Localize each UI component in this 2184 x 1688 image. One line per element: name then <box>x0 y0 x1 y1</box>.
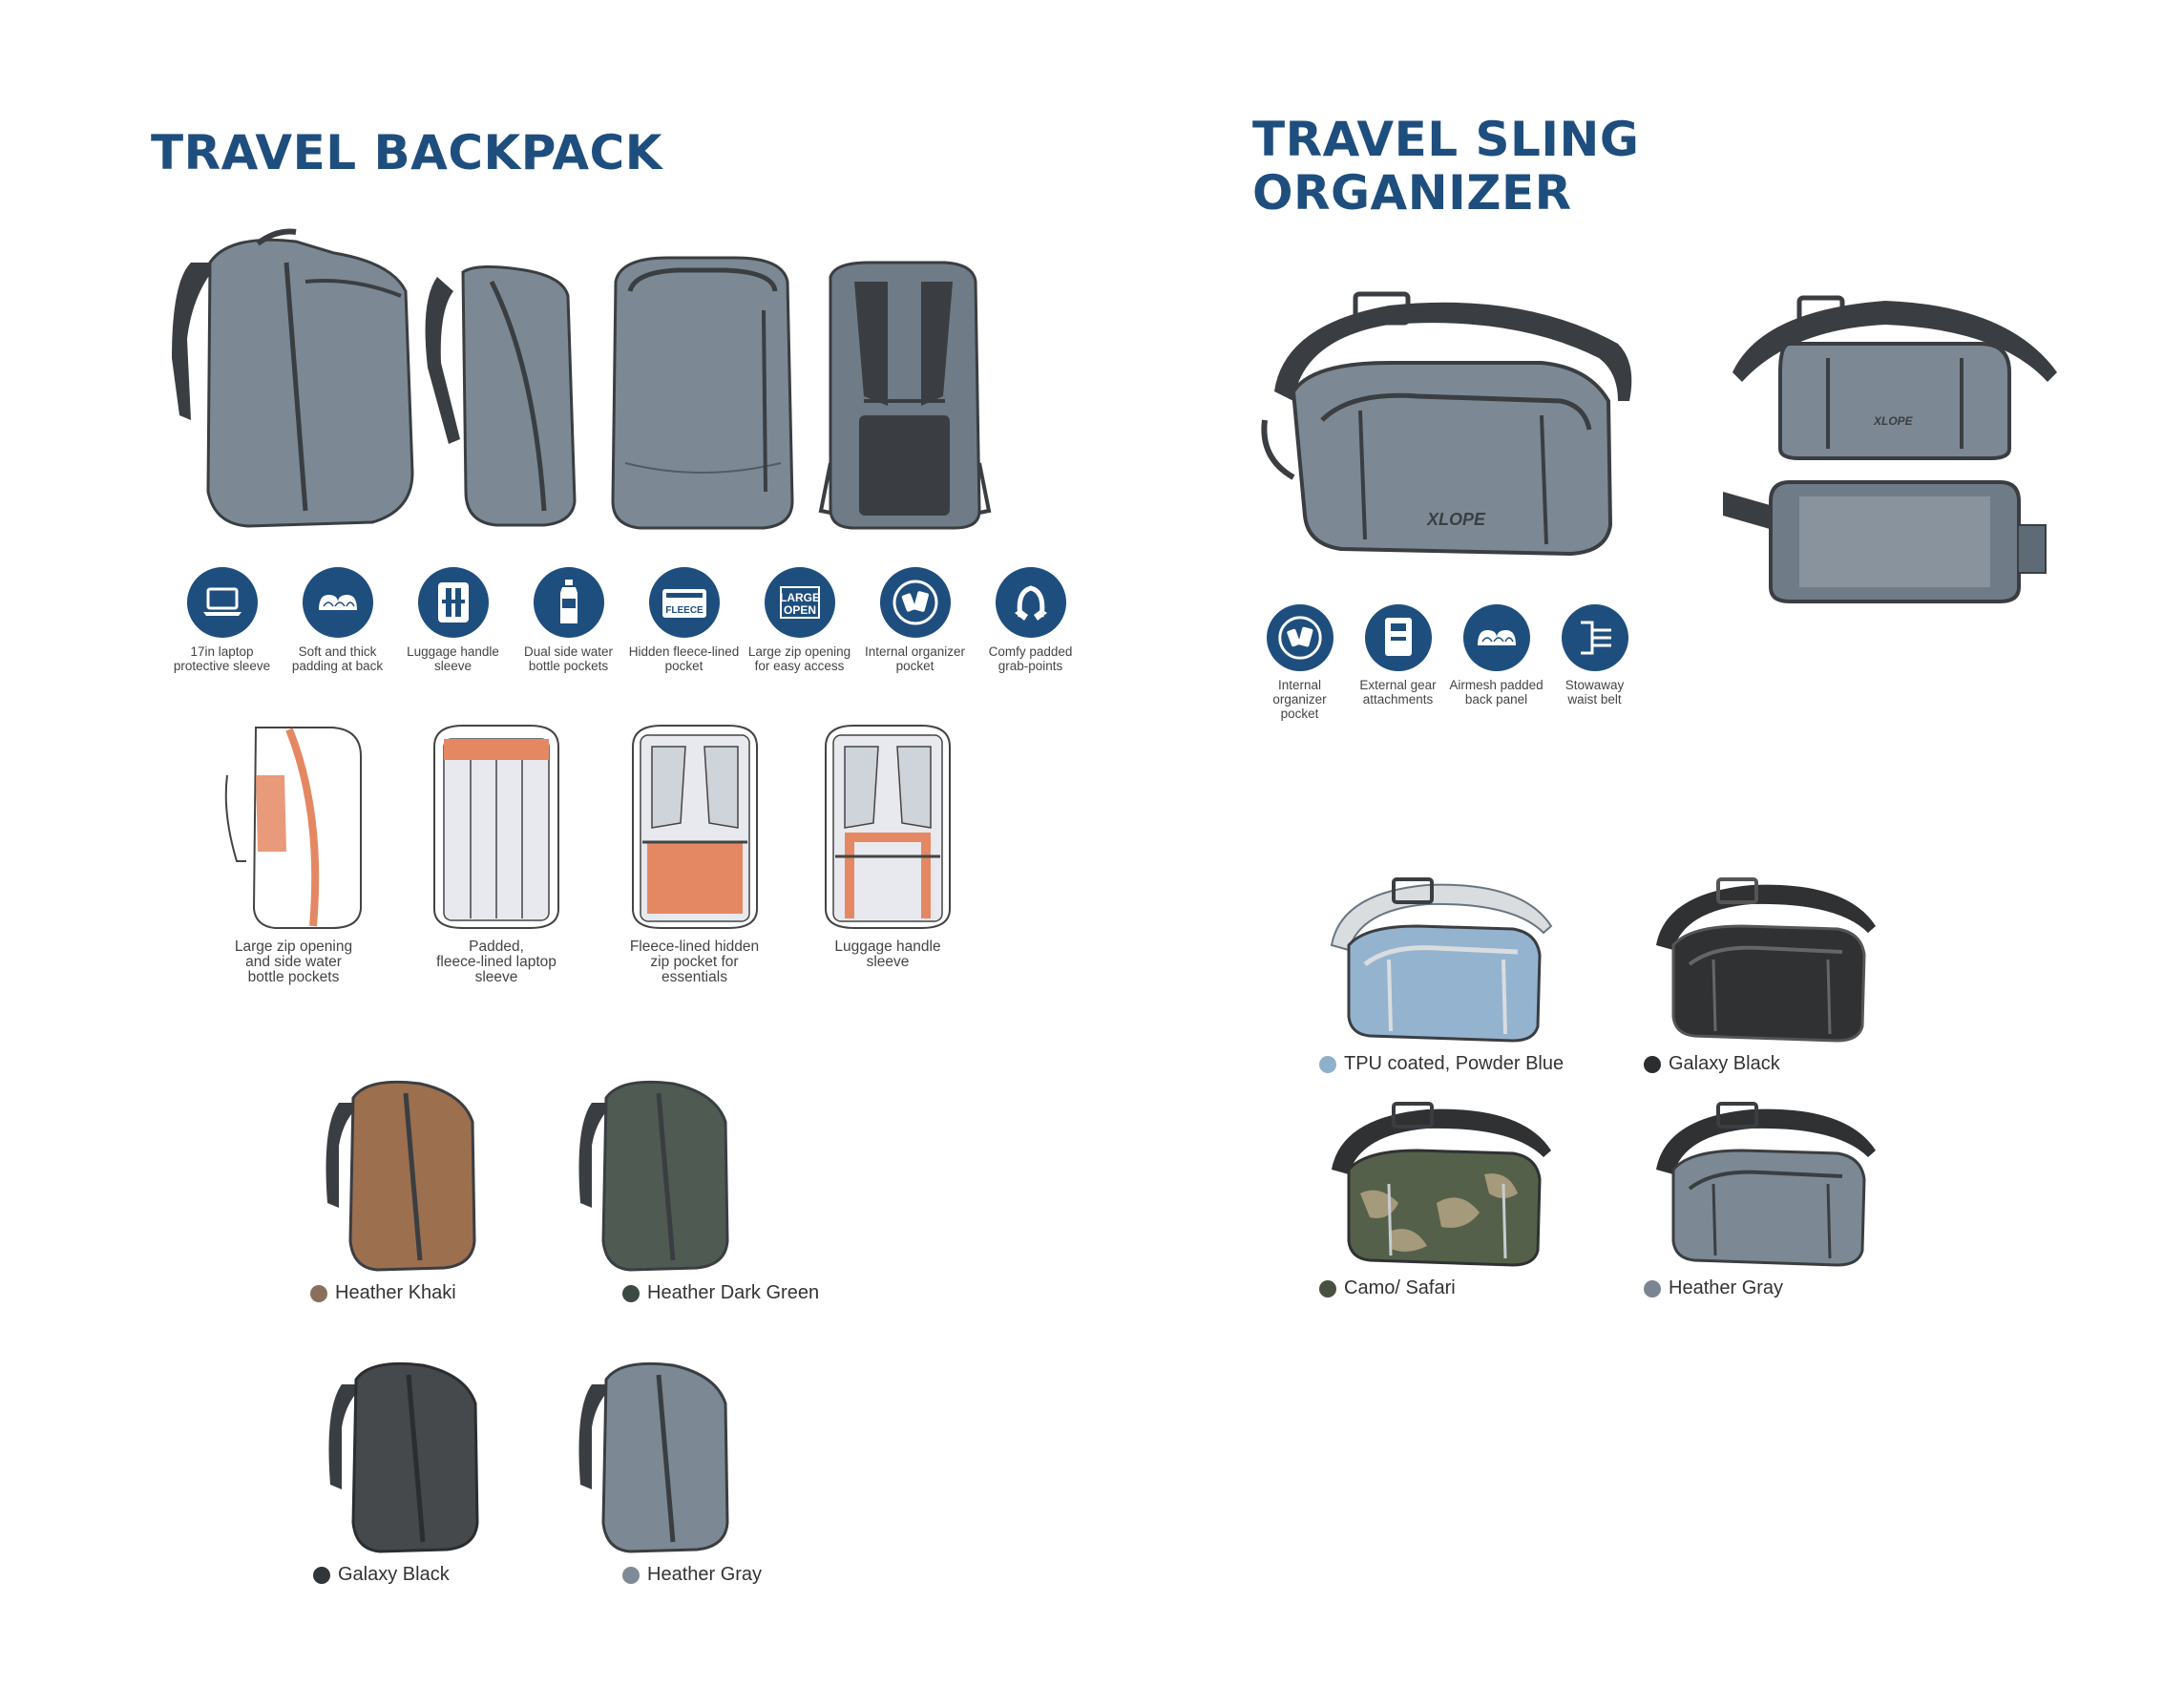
color-swatch <box>1644 1055 1661 1073</box>
color-swatch <box>1319 1055 1336 1073</box>
color-name: Heather Dark Green <box>647 1282 820 1303</box>
feature-airmesh-panel: Airmesh padded back panel <box>1447 604 1545 721</box>
feature-fleece-pocket: FLEECE Hidden fleece-lined pocket <box>626 567 742 673</box>
backpack-view-back <box>818 261 992 530</box>
feature-gear-attachments: External gear attachments <box>1349 604 1447 721</box>
sling-variant-galaxy-black[interactable]: Galaxy Black <box>1644 874 1885 1075</box>
diagram-laptop-sleeve: Padded, fleece-lined laptop sleeve <box>396 718 597 985</box>
color-swatch <box>1644 1279 1661 1298</box>
organizer-pocket-icon <box>879 567 951 638</box>
feature-back-padding: Soft and thick padding at back <box>280 567 395 673</box>
feature-organizer-pocket: Internal organizer pocket <box>857 567 973 673</box>
sling-variant-heather-gray[interactable]: Heather Gray <box>1644 1098 1885 1299</box>
svg-text:OPEN: OPEN <box>783 603 815 617</box>
feature-waist-belt: Stowaway waist belt <box>1545 604 1644 721</box>
backpack-view-three-quarter <box>172 228 414 528</box>
diagram-side-pockets: Large zip opening and side water bottle … <box>191 718 396 985</box>
color-name: Galaxy Black <box>338 1564 450 1585</box>
sling-view-top: XLOPE <box>1732 295 2057 460</box>
sling-features: Internal organizer pocket External gear … <box>1250 604 1644 721</box>
color-swatch <box>313 1566 330 1584</box>
diagram-hidden-pocket: Fleece-lined hidden zip pocket for essen… <box>597 718 792 985</box>
feature-water-bottle: Dual side water bottle pockets <box>511 567 626 673</box>
sling-view-front: XLOPE <box>1261 291 1632 557</box>
sling-thumbnail <box>1330 877 1553 1043</box>
laptop-icon <box>186 567 258 638</box>
sling-thumbnail <box>1656 1102 1876 1267</box>
svg-text:XLOPE: XLOPE <box>1426 510 1486 529</box>
gear-attachment-icon <box>1364 604 1432 671</box>
backpack-variant-heather-gray[interactable]: Heather Gray <box>573 1351 762 1586</box>
sling-thumbnail <box>1656 877 1876 1043</box>
color-name: Camo/ Safari <box>1344 1277 1456 1298</box>
organizer-pocket-icon <box>1266 604 1334 671</box>
color-swatch <box>310 1284 327 1302</box>
backpack-thumbnail <box>578 1361 729 1553</box>
sling-thumbnail <box>1332 1102 1551 1267</box>
sling-title: TRAVEL SLING ORGANIZER <box>1252 112 1640 221</box>
water-bottle-icon <box>533 567 604 638</box>
svg-text:XLOPE: XLOPE <box>1873 414 1914 428</box>
sling-view-back <box>1723 480 2047 603</box>
backpack-view-front <box>611 256 794 530</box>
backpack-variant-heather-khaki[interactable]: Heather Khaki <box>310 1069 482 1304</box>
diagram-luggage-sleeve: Luggage handle sleeve <box>792 718 983 985</box>
backpack-thumbnail <box>328 1361 479 1553</box>
svg-text:LARGE: LARGE <box>780 591 820 604</box>
sling-views: XLOPE XLOPE <box>1255 286 2076 611</box>
padding-icon <box>302 567 373 638</box>
luggage-sleeve-icon <box>417 567 489 638</box>
airmesh-icon <box>1462 604 1530 671</box>
color-swatch <box>1319 1279 1336 1298</box>
feature-laptop-sleeve: 17in laptop protective sleeve <box>164 567 280 673</box>
backpack-features: 17in laptop protective sleeve Soft and t… <box>164 567 1088 673</box>
waist-belt-icon <box>1561 604 1628 671</box>
backpack-views <box>162 224 1040 535</box>
feature-sling-organizer: Internal organizer pocket <box>1250 604 1349 721</box>
sling-variant-powder-blue[interactable]: TPU coated, Powder Blue <box>1319 874 1564 1075</box>
backpack-variant-heather-dark-green[interactable]: Heather Dark Green <box>573 1069 819 1304</box>
color-name: Galaxy Black <box>1669 1053 1780 1074</box>
feature-grab-points: Comfy padded grab-points <box>973 567 1088 673</box>
backpack-title: TRAVEL BACKPACK <box>151 125 662 180</box>
backpack-thumbnail <box>326 1080 476 1272</box>
color-swatch <box>622 1284 640 1302</box>
color-swatch <box>622 1566 640 1584</box>
color-name: Heather Gray <box>647 1564 763 1585</box>
backpack-diagrams: Large zip opening and side water bottle … <box>191 718 983 985</box>
color-name: Heather Gray <box>1669 1277 1784 1298</box>
backpack-thumbnail <box>578 1080 729 1272</box>
feature-luggage-sleeve: Luggage handle sleeve <box>395 567 511 673</box>
sling-variant-camo-safari[interactable]: Camo/ Safari <box>1319 1098 1561 1299</box>
backpack-view-side <box>425 264 577 527</box>
fleece-pocket-icon: FLEECE <box>648 567 720 638</box>
color-name: Heather Khaki <box>335 1282 456 1303</box>
backpack-variant-galaxy-black[interactable]: Galaxy Black <box>313 1351 494 1586</box>
color-name: TPU coated, Powder Blue <box>1344 1053 1564 1074</box>
grab-points-icon <box>995 567 1066 638</box>
svg-text:FLEECE: FLEECE <box>665 605 704 616</box>
